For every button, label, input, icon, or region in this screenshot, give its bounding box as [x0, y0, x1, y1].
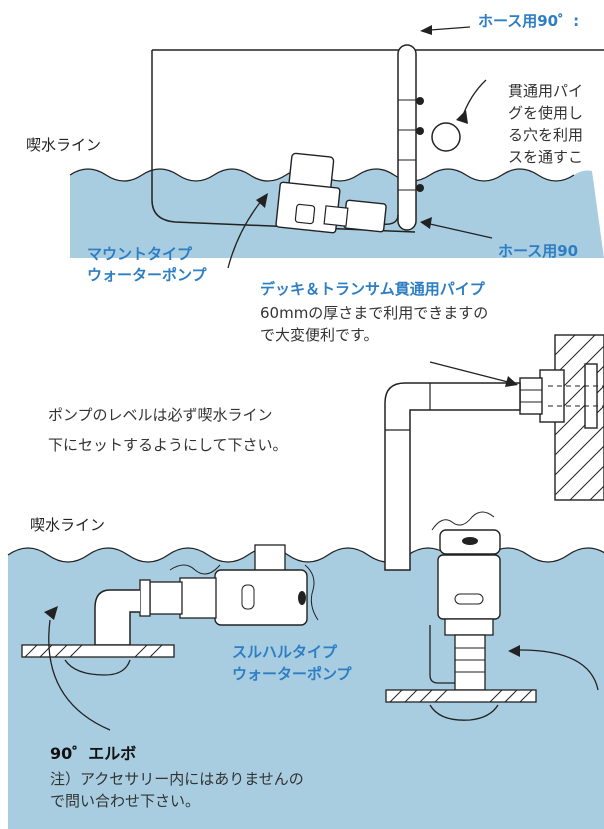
pump-level-note: ポンプのレベルは必ず喫水ライン 下にセットするようにして下さい。 — [48, 400, 288, 460]
waterline-label-bottom: 喫水ライン — [30, 516, 106, 534]
pump-level-note-line-1: ポンプのレベルは必ず喫水ライン — [48, 406, 273, 424]
hose-label-right: ホース用90 — [498, 242, 579, 260]
thruhull-pump-label: スルハルタイプ ウォーターポンプ — [232, 641, 352, 685]
thru-note-line-4: スを通すこ — [508, 148, 584, 166]
pump-level-note-line-2: 下にセットするようにして下さい。 — [48, 436, 288, 454]
hull-outline — [151, 50, 416, 233]
thruhull-pump-label-line-1: スルハルタイプ — [232, 643, 338, 661]
thru-note-line-2: グを使用し — [508, 104, 584, 122]
thruhull-pump-label-line-2: ウォーターポンプ — [232, 665, 352, 683]
mount-pump-label-line-1: マウントタイプ — [87, 245, 193, 263]
elbow-note: 注）アクセサリー内にはありませんの で問い合わせ下さい。 — [50, 768, 304, 812]
transom-wall — [539, 334, 604, 501]
deck-pipe-note: 60mmの厚さまで利用できますの で大変便利です。 — [260, 302, 488, 346]
mount-pump-label-line-2: ウォーターポンプ — [87, 266, 207, 284]
deck-pipe-label: デッキ＆トランサム貫通用パイプ — [260, 280, 485, 298]
thru-note-line-1: 貫通用パイ — [508, 82, 584, 100]
hose-label-top: ホース用90゜: — [478, 12, 580, 30]
deck-pipe-note-line-2: で大変便利です。 — [260, 326, 379, 344]
elbow-label: 90゜エルボ — [50, 744, 137, 763]
vertical-hose — [397, 44, 417, 231]
thru-hole — [431, 122, 461, 152]
deck-pipe-note-line-1: 60mmの厚さまで利用できますの — [260, 304, 489, 322]
waterline-label-top: 喫水ライン — [26, 136, 102, 154]
mount-pump-label: マウントタイプ ウォーターポンプ — [87, 244, 207, 286]
thru-note-line-3: る穴を利用 — [508, 126, 584, 144]
elbow-note-line-2: で問い合わせ下さい。 — [50, 792, 201, 810]
deck-pipe — [384, 382, 521, 571]
thru-note: 貫通用パイ グを使用し る穴を利用 スを通すこ — [508, 80, 583, 168]
right-pump-drawing — [429, 511, 501, 691]
elbow-note-line-1: 注）アクセサリー内にはありませんの — [50, 770, 304, 788]
mount-pump-drawing — [275, 152, 387, 234]
